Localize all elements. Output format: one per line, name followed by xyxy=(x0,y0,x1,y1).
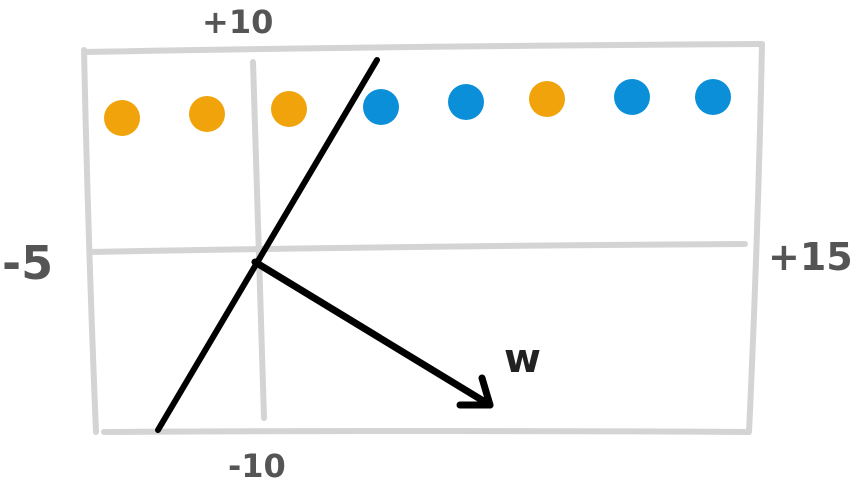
bottom-axis-label: -10 xyxy=(228,447,286,485)
point-orange-2 xyxy=(189,96,225,132)
arrow-shaft xyxy=(251,258,494,409)
weight-vector-arrow xyxy=(251,258,494,409)
decision-boundary-line xyxy=(155,57,380,433)
point-blue-8 xyxy=(695,79,731,115)
left-axis-label: -5 xyxy=(2,236,53,290)
arrow-head xyxy=(456,374,494,409)
grid-right-border xyxy=(746,41,765,435)
top-axis-label: +10 xyxy=(202,3,273,41)
grid-left-border xyxy=(81,47,99,435)
weight-vector-label: w xyxy=(504,336,541,382)
grid xyxy=(81,41,765,435)
grid-bottom-border xyxy=(101,428,751,435)
point-blue-5 xyxy=(448,84,484,120)
right-axis-label: +15 xyxy=(768,235,853,279)
point-blue-7 xyxy=(614,79,650,115)
points-layer xyxy=(104,79,731,136)
point-orange-1 xyxy=(104,100,140,136)
point-blue-4 xyxy=(363,89,399,125)
point-orange-6 xyxy=(529,81,565,117)
grid-middle-vertical xyxy=(250,59,267,421)
grid-middle-horizontal xyxy=(87,241,748,255)
point-orange-3 xyxy=(271,91,307,127)
grid-top-border xyxy=(82,41,765,55)
